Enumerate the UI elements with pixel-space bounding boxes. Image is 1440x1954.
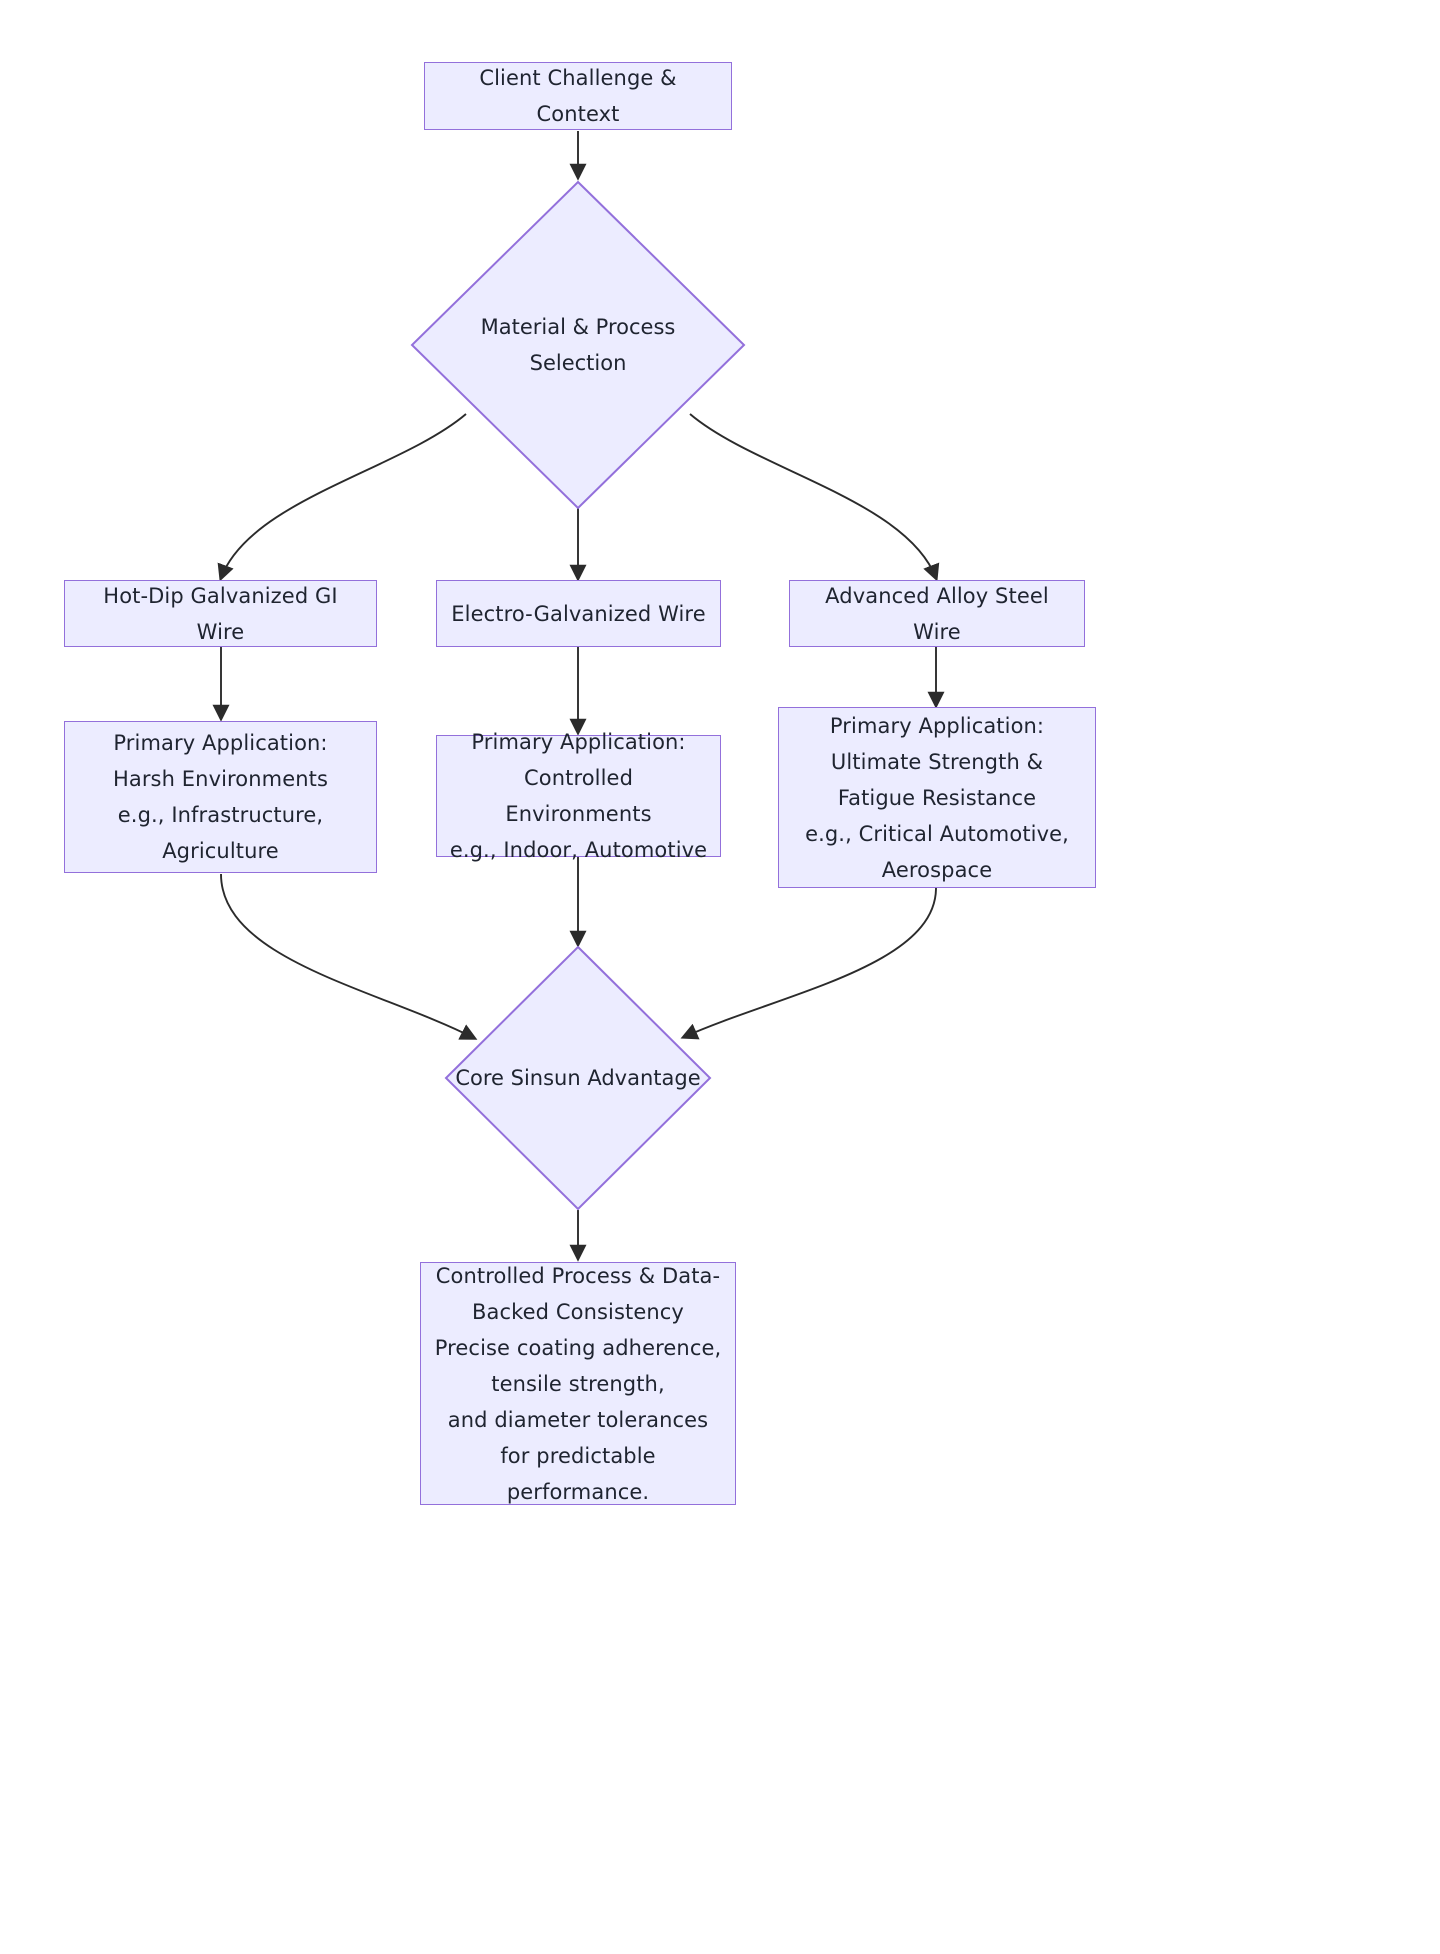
node-electro-galvanized[interactable]: Electro-Galvanized Wire xyxy=(436,580,721,647)
node-primary-application-ultimate-label: Primary Application: Ultimate Strength &… xyxy=(805,713,1069,882)
node-core-sinsun-advantage[interactable]: Core Sinsun Advantage xyxy=(444,945,712,1211)
node-primary-application-controlled[interactable]: Primary Application: Controlled Environm… xyxy=(436,730,721,862)
node-primary-application-ultimate[interactable]: Primary Application: Ultimate Strength &… xyxy=(778,707,1096,888)
node-electro-galvanized-label: Electro-Galvanized Wire xyxy=(451,601,706,626)
node-primary-application-harsh[interactable]: Primary Application: Harsh Environments … xyxy=(64,721,377,873)
node-advanced-alloy-steel-label: Advanced Alloy Steel Wire xyxy=(825,583,1049,644)
node-core-sinsun-advantage-label: Core Sinsun Advantage xyxy=(455,1066,701,1090)
node-primary-application-harsh-label: Primary Application: Harsh Environments … xyxy=(112,731,329,863)
edge-appultimate-to-core xyxy=(680,887,937,1040)
edge-appharsh-to-core xyxy=(220,873,478,1040)
node-primary-application-controlled-label: Primary Application: Controlled Environm… xyxy=(449,730,708,862)
node-client-challenge-label: Client Challenge & Context xyxy=(479,66,677,126)
core-advantage-diamond-shape xyxy=(444,945,712,1211)
node-client-challenge[interactable]: Client Challenge & Context xyxy=(424,62,732,130)
node-material-process-label: Material & Process Selection xyxy=(480,315,676,375)
node-advanced-alloy-steel[interactable]: Advanced Alloy Steel Wire xyxy=(789,580,1085,647)
node-hot-dip-galvanized-label: Hot-Dip Galvanized GI Wire xyxy=(103,583,338,644)
node-controlled-process-consistency[interactable]: Controlled Process & Data- Backed Consis… xyxy=(420,1262,736,1505)
node-hot-dip-galvanized[interactable]: Hot-Dip Galvanized GI Wire xyxy=(64,580,377,647)
material-process-diamond-shape xyxy=(410,180,746,510)
node-material-process[interactable]: Material & Process Selection xyxy=(410,180,746,510)
node-controlled-process-consistency-label: Controlled Process & Data- Backed Consis… xyxy=(434,1263,722,1504)
